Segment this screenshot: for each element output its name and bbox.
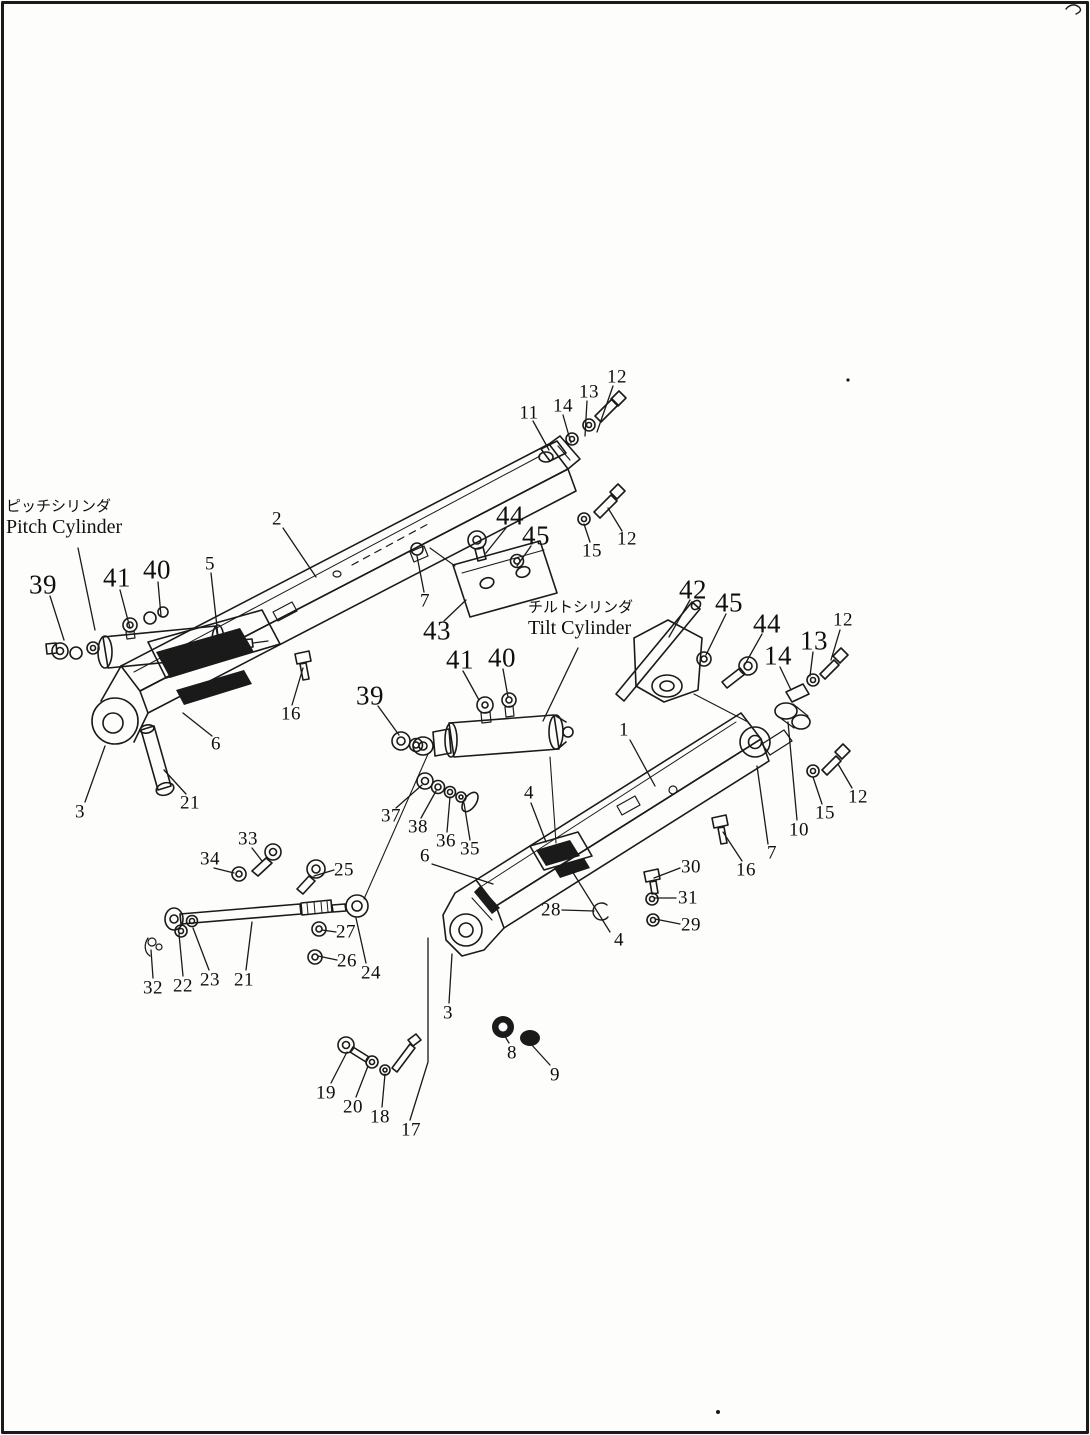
callout-41-21: 41 xyxy=(446,644,474,675)
tilt-cylinder-label-jp: チルトシリンダ xyxy=(528,598,634,616)
callout-6-49: 6 xyxy=(420,845,430,867)
callout-36-31: 36 xyxy=(436,830,456,852)
bracket-43-drawing xyxy=(409,530,558,618)
tilt-cylinder-label-en: Tilt Cylinder xyxy=(528,617,632,639)
callout-6-25: 6 xyxy=(211,733,221,755)
callout-14-20: 14 xyxy=(764,640,792,671)
arm-1-beam xyxy=(442,712,793,957)
callout-7-13: 7 xyxy=(420,590,430,612)
callout-10-34: 10 xyxy=(789,819,809,841)
callout-16-38: 16 xyxy=(736,859,756,881)
callout-38-30: 38 xyxy=(408,816,428,838)
callout-21-28: 21 xyxy=(180,792,200,814)
pitch-cylinder-label: ピッチシリンダ Pitch Cylinder xyxy=(6,497,122,539)
callout-16-24: 16 xyxy=(281,703,301,725)
callout-20-59: 20 xyxy=(343,1096,363,1118)
pitch-cylinder-label-jp: ピッチシリンダ xyxy=(6,497,112,515)
callout-33-39: 33 xyxy=(238,828,258,850)
callout-9-57: 9 xyxy=(550,1064,560,1086)
callout-1-26: 1 xyxy=(619,719,629,741)
callout-42-15: 42 xyxy=(679,574,707,605)
callout-45-6: 45 xyxy=(522,520,550,551)
callout-12-0: 12 xyxy=(607,366,627,388)
pitch-cylinder-label-en: Pitch Cylinder xyxy=(6,516,123,538)
tilt-cylinder-label: チルトシリンダ Tilt Cylinder xyxy=(528,598,633,640)
callout-19-58: 19 xyxy=(316,1082,336,1104)
callout-31-43: 31 xyxy=(678,887,698,909)
callout-28-44: 28 xyxy=(541,899,561,921)
arm-2-beam xyxy=(91,435,581,745)
callout-27-46: 27 xyxy=(336,921,356,943)
callout-30-42: 30 xyxy=(681,856,701,878)
callout-11-3: 11 xyxy=(519,402,539,424)
callout-18-60: 18 xyxy=(370,1106,390,1128)
callout-4-33: 4 xyxy=(524,782,534,804)
right-fasteners-drawing xyxy=(774,647,851,778)
callout-12-36: 12 xyxy=(848,786,868,808)
pitch-cylinder-drawing xyxy=(45,606,269,797)
callout-44-5: 44 xyxy=(496,500,524,531)
callout-24-48: 24 xyxy=(361,962,381,984)
trunnion-42-drawing xyxy=(615,599,758,723)
callout-34-40: 34 xyxy=(200,848,220,870)
callout-40-22: 40 xyxy=(488,642,516,673)
callout-44-17: 44 xyxy=(753,608,781,639)
callout-21-54: 21 xyxy=(234,969,254,991)
callout-37-29: 37 xyxy=(381,805,401,827)
leader-lines xyxy=(49,385,853,1121)
callout-39-23: 39 xyxy=(356,680,384,711)
callout-12-19: 12 xyxy=(833,609,853,631)
washer-8-cap-9-drawing xyxy=(492,1016,540,1046)
callout-23-53: 23 xyxy=(200,969,220,991)
callout-2-4: 2 xyxy=(272,508,282,530)
callout-45-16: 45 xyxy=(715,587,743,618)
tilt-cylinder-drawing xyxy=(391,692,574,844)
callout-15-7: 15 xyxy=(582,540,602,562)
callout-43-14: 43 xyxy=(423,615,451,646)
callout-29-45: 29 xyxy=(681,914,701,936)
callout-5-12: 5 xyxy=(205,553,215,575)
callout-40-11: 40 xyxy=(143,554,171,585)
callout-26-47: 26 xyxy=(337,950,357,972)
callout-4-50: 4 xyxy=(614,929,624,951)
callout-32-51: 32 xyxy=(143,977,163,999)
callout-35-32: 35 xyxy=(460,838,480,860)
callout-41-10: 41 xyxy=(103,562,131,593)
callout-25-41: 25 xyxy=(334,859,354,881)
callout-3-55: 3 xyxy=(443,1002,453,1024)
callout-13-1: 13 xyxy=(579,381,599,403)
callout-12-8: 12 xyxy=(617,528,637,550)
tie-rod-drawing xyxy=(144,753,429,965)
callout-22-52: 22 xyxy=(173,975,193,997)
callout-8-56: 8 xyxy=(507,1042,517,1064)
callout-17-61: 17 xyxy=(401,1119,421,1141)
callout-15-35: 15 xyxy=(815,802,835,824)
callout-13-18: 13 xyxy=(800,625,828,656)
callout-14-2: 14 xyxy=(553,395,573,417)
callout-3-27: 3 xyxy=(75,801,85,823)
callout-39-9: 39 xyxy=(29,569,57,600)
bolt-16-upper-drawing xyxy=(294,650,312,681)
callout-7-37: 7 xyxy=(767,842,777,864)
